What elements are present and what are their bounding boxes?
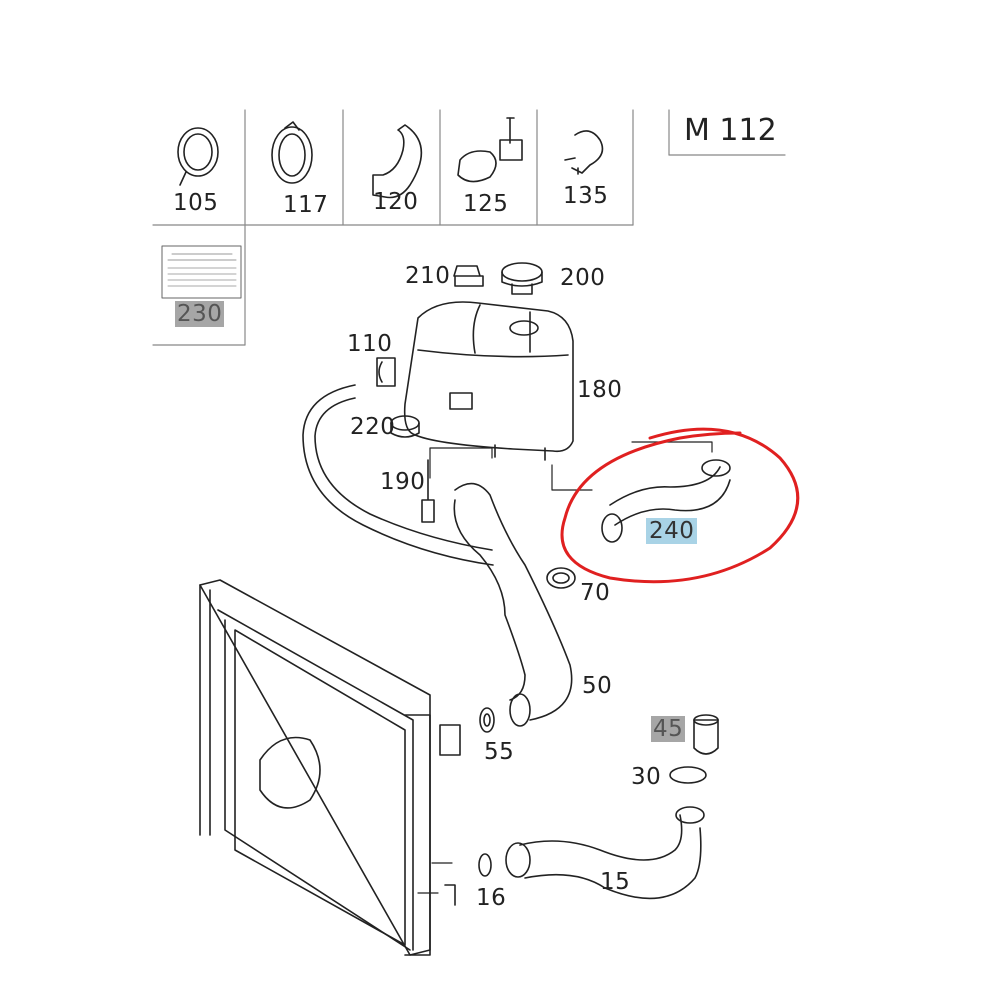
callout-135[interactable]: 135 bbox=[563, 183, 609, 209]
clamp-117-icon bbox=[271, 121, 313, 184]
callout-30[interactable]: 30 bbox=[631, 764, 662, 790]
callout-220[interactable]: 220 bbox=[350, 414, 396, 440]
model-code: M 112 bbox=[684, 113, 777, 148]
holder-125-icon bbox=[457, 117, 523, 183]
warning-label-230-icon bbox=[161, 245, 242, 299]
hose-15 bbox=[505, 806, 705, 900]
bracket-120-icon bbox=[372, 124, 423, 199]
callout-105[interactable]: 105 bbox=[173, 190, 219, 216]
callout-210[interactable]: 210 bbox=[405, 263, 451, 289]
hose-50 bbox=[453, 482, 573, 727]
clamp-70 bbox=[546, 567, 576, 589]
callout-110[interactable]: 110 bbox=[347, 331, 393, 357]
screw-plug-210-icon bbox=[453, 265, 484, 287]
callout-200[interactable]: 200 bbox=[560, 265, 606, 291]
gasket-55 bbox=[479, 707, 495, 733]
callout-180[interactable]: 180 bbox=[577, 377, 623, 403]
callout-230[interactable]: 230 bbox=[175, 301, 225, 327]
callout-50[interactable]: 50 bbox=[582, 673, 613, 699]
callout-70[interactable]: 70 bbox=[580, 580, 611, 606]
radiator bbox=[199, 579, 461, 956]
grommet-220 bbox=[390, 415, 420, 438]
callout-120[interactable]: 120 bbox=[373, 189, 419, 215]
callout-190[interactable]: 190 bbox=[380, 469, 426, 495]
parts-grid-lines bbox=[152, 109, 786, 346]
expansion-tank-180 bbox=[403, 301, 574, 461]
hose-240 bbox=[601, 459, 731, 543]
callout-15[interactable]: 15 bbox=[600, 869, 631, 895]
bleed-hose bbox=[302, 384, 494, 566]
callout-16[interactable]: 16 bbox=[476, 885, 507, 911]
clamp-105-icon bbox=[177, 127, 219, 186]
sleeve-45 bbox=[693, 714, 719, 755]
clamp-30 bbox=[669, 766, 707, 784]
gasket-16 bbox=[478, 853, 492, 877]
callout-45[interactable]: 45 bbox=[651, 716, 686, 742]
callout-117[interactable]: 117 bbox=[283, 192, 329, 218]
callout-240[interactable]: 240 bbox=[646, 518, 698, 544]
bracket-110 bbox=[376, 357, 396, 387]
callout-55[interactable]: 55 bbox=[484, 739, 515, 765]
cap-200-icon bbox=[501, 262, 543, 295]
red-circle-annotation bbox=[560, 427, 800, 584]
callout-125[interactable]: 125 bbox=[463, 191, 509, 217]
sensor-190 bbox=[421, 459, 435, 523]
connector-135-icon bbox=[564, 130, 604, 175]
